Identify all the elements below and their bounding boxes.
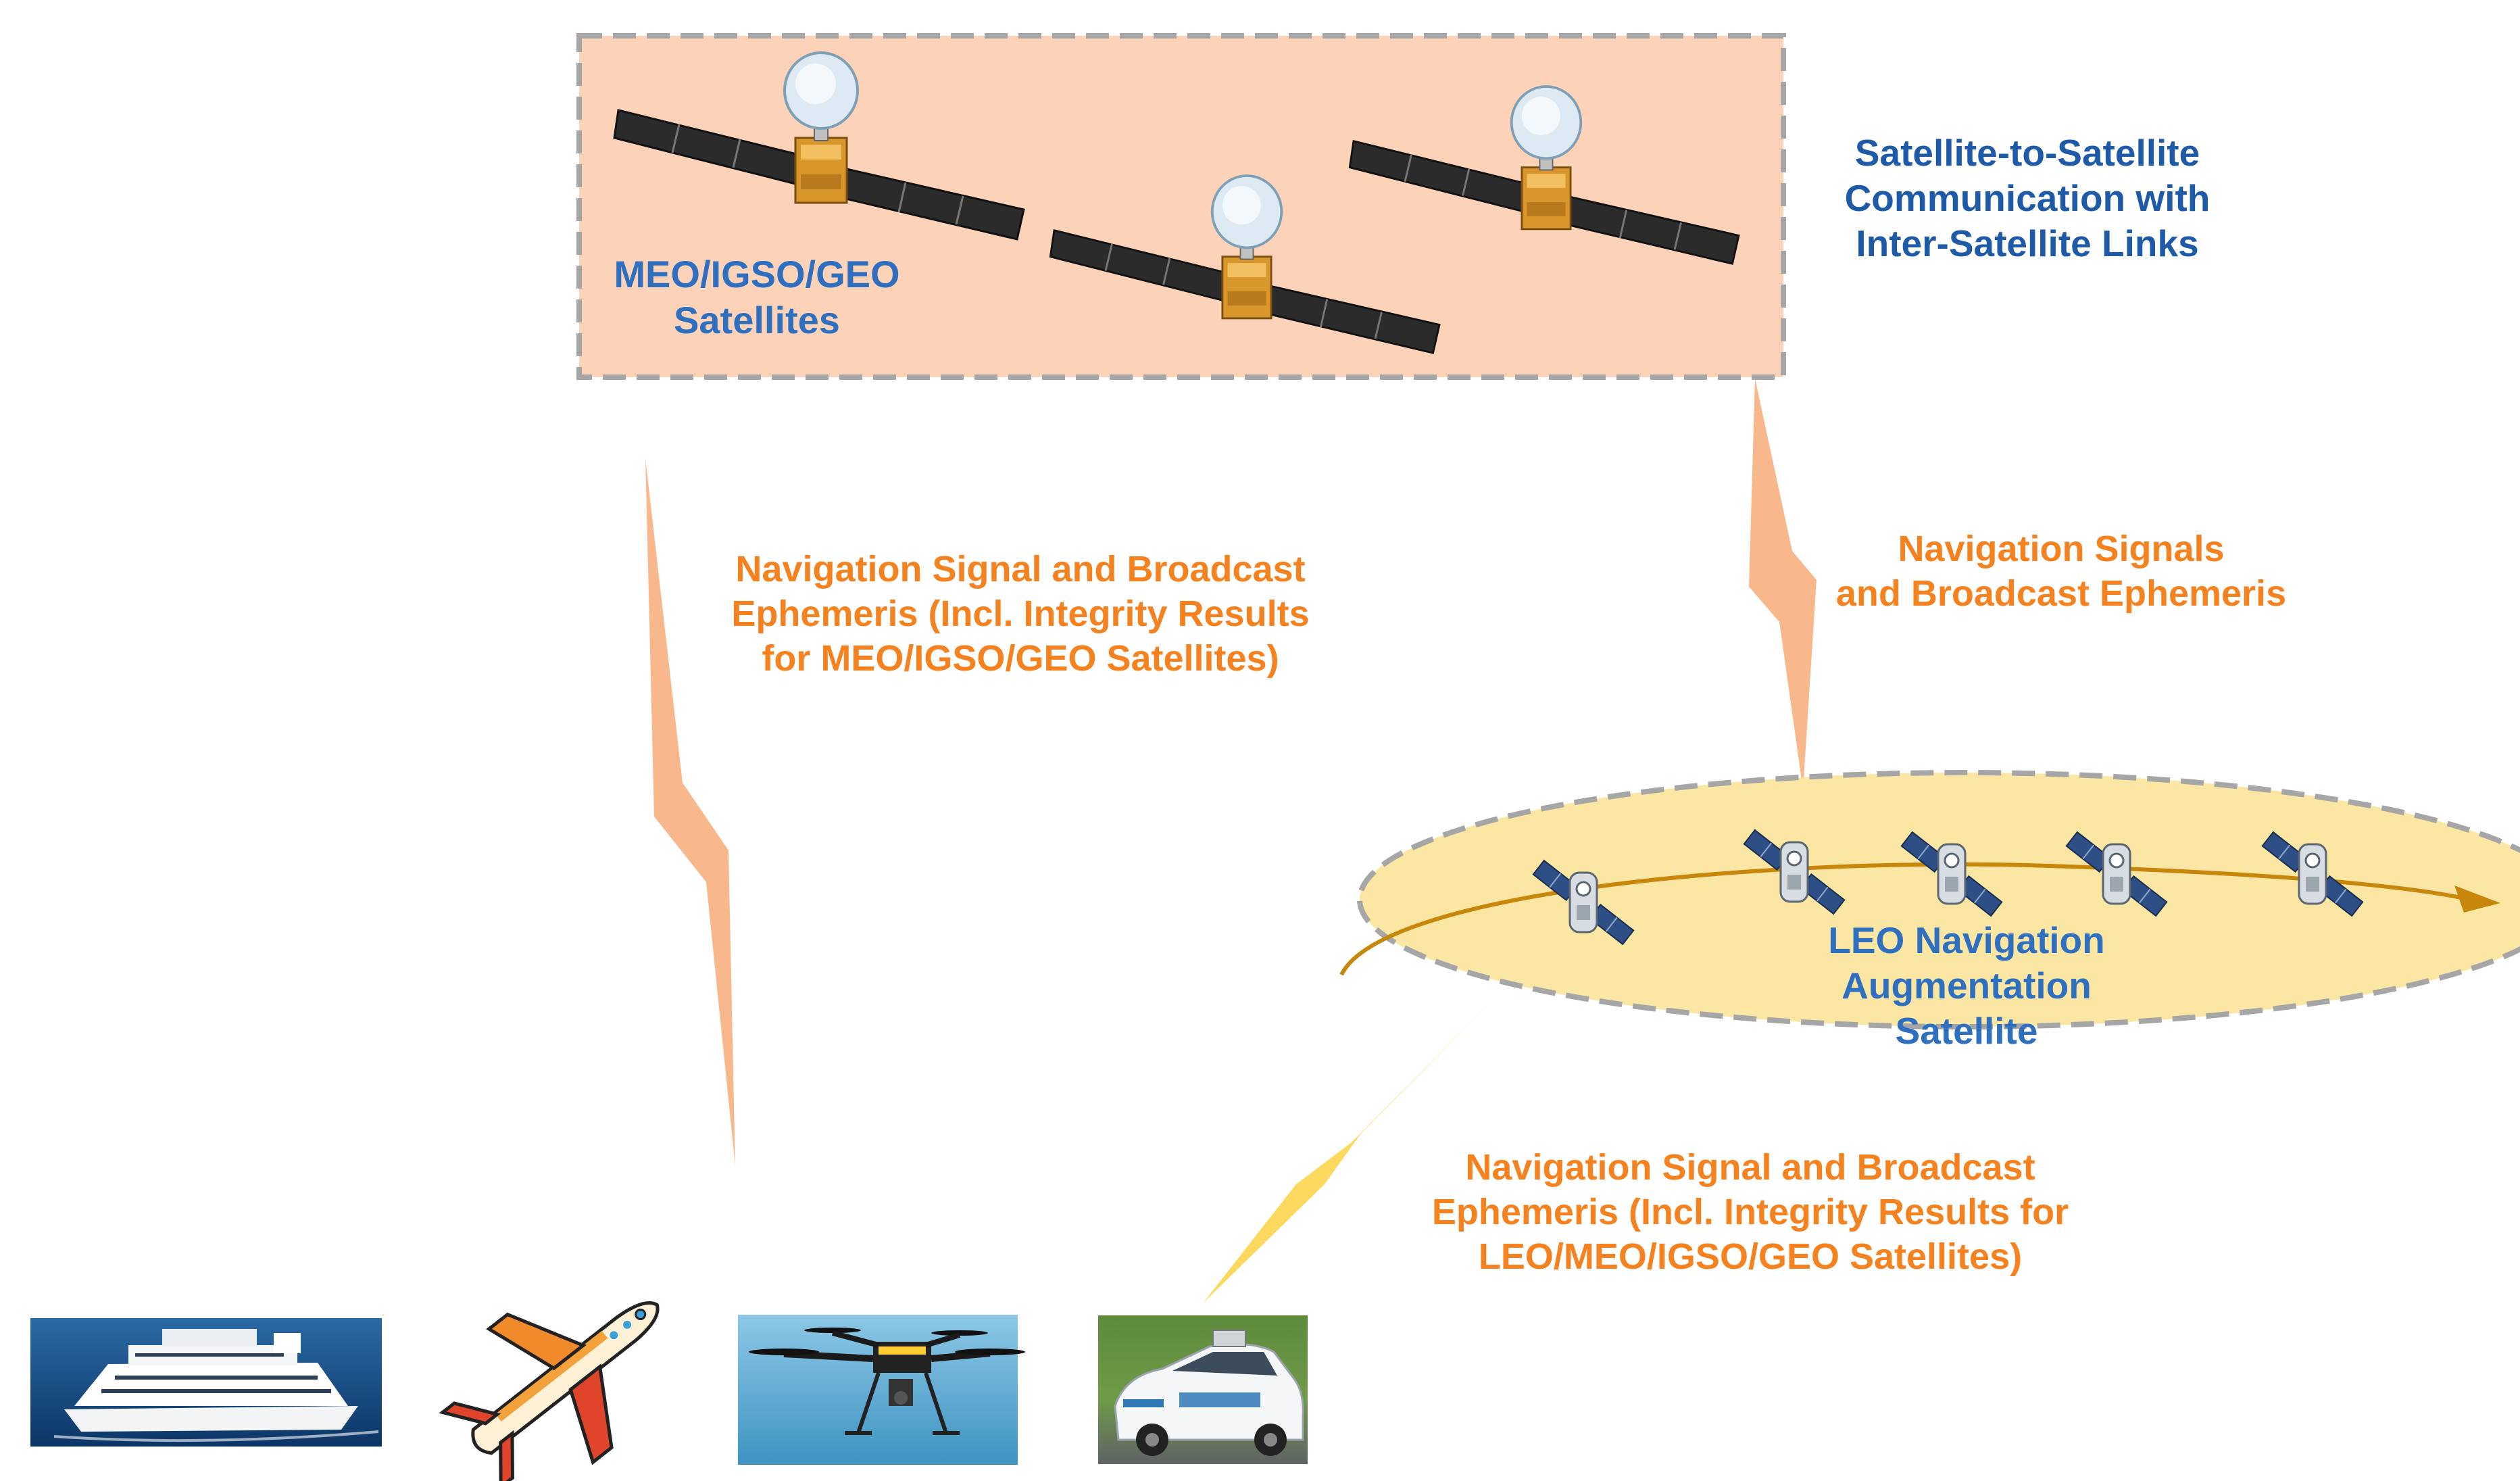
meo-group-label-line: MEO/IGSO/GEO: [614, 253, 900, 295]
nav-signal-bottom-line: Navigation Signal and Broadcast: [1465, 1147, 2035, 1188]
nav-signal-bottom-line: Ephemeris (Incl. Integrity Results for: [1431, 1191, 2069, 1232]
leo-label-line: Augmentation: [1842, 965, 2092, 1007]
nav-signal-bottom-label: Navigation Signal and Broadcast Ephemeri…: [1392, 1146, 2108, 1280]
isl-label-line: Inter-Satellite Links: [1856, 222, 2199, 265]
orbit-arrow-icon: [2454, 885, 2500, 913]
nav-signal-right-line: Navigation Signals: [1898, 529, 2225, 569]
cruise-ship-icon: [30, 1318, 382, 1447]
nav-signal-right-line: and Broadcast Ephemeris: [1835, 573, 2287, 614]
airplane-icon: [439, 1301, 660, 1481]
nav-signal-right-label: Navigation Signals and Broadcast Ephemer…: [1791, 527, 2331, 616]
nav-signal-left-line: Navigation Signal and Broadcast: [735, 549, 1306, 589]
leo-label-line: Satellite: [1895, 1010, 2038, 1052]
meo-group-label: MEO/IGSO/GEO Satellites: [568, 251, 946, 344]
nav-signal-bottom-line: LEO/MEO/IGSO/GEO Satellites): [1478, 1236, 2023, 1277]
signal-bolt-right: [1749, 379, 1817, 790]
nav-signal-left-line: Ephemeris (Incl. Integrity Results: [731, 593, 1310, 634]
signal-bolt-leo: [1203, 992, 1500, 1303]
drone-icon: [738, 1315, 1025, 1465]
nav-signal-left-line: for MEO/IGSO/GEO Satellites): [762, 637, 1279, 679]
isl-label-line: Communication with: [1844, 177, 2210, 220]
nav-signal-left-label: Navigation Signal and Broadcast Ephemeri…: [676, 548, 1365, 681]
car-icon: [1098, 1315, 1308, 1464]
isl-label: Satellite-to-Satellite Communication wit…: [1757, 130, 2298, 266]
signal-bolt-left: [645, 458, 735, 1166]
isl-label-line: Satellite-to-Satellite: [1854, 132, 2200, 174]
meo-group-label-line: Satellites: [674, 299, 840, 342]
leo-label-line: LEO Navigation: [1828, 919, 2105, 961]
leo-label: LEO Navigation Augmentation Satellite: [1777, 918, 2156, 1054]
